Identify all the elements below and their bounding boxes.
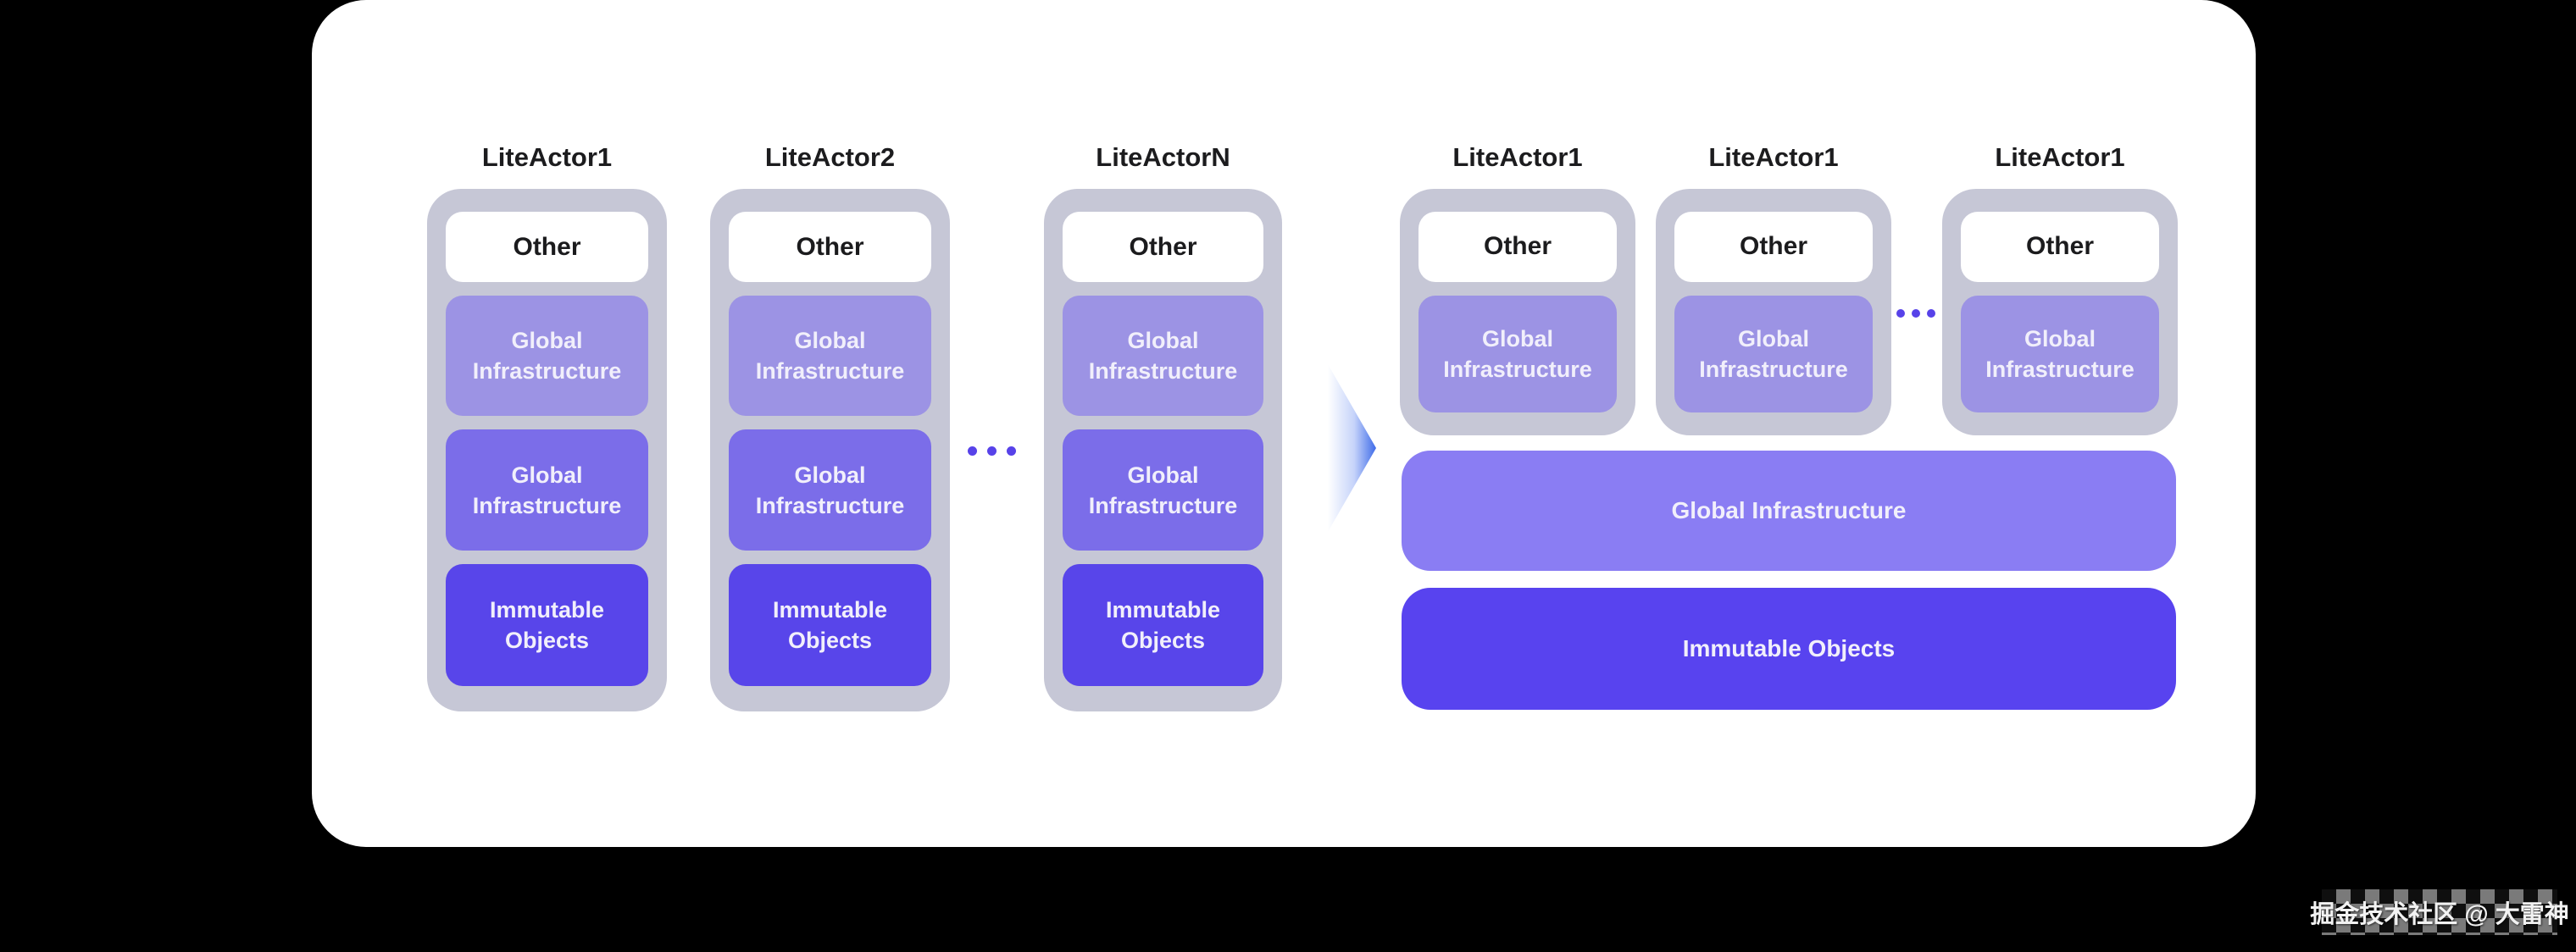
global-infrastructure-box: Global Infrastructure	[1418, 295, 1617, 412]
other-box: Other	[729, 212, 931, 282]
other-box: Other	[1063, 212, 1263, 282]
actor-title: LiteActorN	[1096, 142, 1230, 172]
liteactor-column: LiteActor1 Other Global Infrastructure G…	[427, 141, 667, 711]
actor-title: LiteActor1	[1995, 142, 2125, 172]
dot	[1007, 446, 1016, 456]
other-box: Other	[1418, 212, 1617, 282]
actor-title: LiteActor1	[481, 142, 613, 172]
dot	[1912, 309, 1920, 318]
global-infrastructure-box: Global Infrastructure	[1063, 429, 1263, 551]
actor-panel: Other Global Infrastructure	[1400, 189, 1635, 435]
dot	[1927, 309, 1935, 318]
other-box: Other	[446, 212, 648, 282]
immutable-objects-box: Immutable Objects	[1063, 564, 1263, 686]
watermark: 掘金技术社区 @ 大雷神	[2310, 889, 2569, 935]
liteactor-column: LiteActor2 Other Global Infrastructure G…	[710, 141, 950, 711]
actor-title: LiteActor1	[1708, 142, 1839, 172]
global-infrastructure-box: Global Infrastructure	[1674, 295, 1873, 412]
actor-panel: Other Global Infrastructure Global Infra…	[427, 189, 667, 711]
dot	[968, 446, 977, 456]
global-infrastructure-box: Global Infrastructure	[729, 296, 931, 416]
global-infrastructure-box: Global Infrastructure	[729, 429, 931, 551]
global-infrastructure-box: Global Infrastructure	[1063, 296, 1263, 416]
ellipsis-dots	[968, 446, 1016, 456]
liteactor-column: LiteActorN Other Global Infrastructure G…	[1044, 141, 1282, 711]
liteactor-column: LiteActor1 Other Global Infrastructure	[1656, 141, 1891, 435]
actor-panel: Other Global Infrastructure	[1656, 189, 1891, 435]
shared-immutable-objects-bar: Immutable Objects	[1402, 588, 2176, 710]
actor-title: LiteActor2	[764, 142, 896, 172]
immutable-objects-box: Immutable Objects	[729, 564, 931, 686]
shared-global-infrastructure-bar: Global Infrastructure	[1402, 451, 2176, 571]
ellipsis-dots	[1896, 309, 1935, 318]
dot	[1896, 309, 1905, 318]
liteactor-column: LiteActor1 Other Global Infrastructure	[1400, 141, 1635, 435]
dot	[987, 446, 997, 456]
actor-title: LiteActor1	[1452, 142, 1583, 172]
global-infrastructure-box: Global Infrastructure	[446, 296, 648, 416]
immutable-objects-box: Immutable Objects	[446, 564, 648, 686]
actor-panel: Other Global Infrastructure	[1942, 189, 2178, 435]
other-box: Other	[1674, 212, 1873, 282]
other-box: Other	[1961, 212, 2159, 282]
actor-panel: Other Global Infrastructure Global Infra…	[710, 189, 950, 711]
global-infrastructure-box: Global Infrastructure	[1961, 295, 2159, 412]
liteactor-column: LiteActor1 Other Global Infrastructure	[1942, 141, 2178, 435]
actor-panel: Other Global Infrastructure Global Infra…	[1044, 189, 1282, 711]
global-infrastructure-box: Global Infrastructure	[446, 429, 648, 551]
